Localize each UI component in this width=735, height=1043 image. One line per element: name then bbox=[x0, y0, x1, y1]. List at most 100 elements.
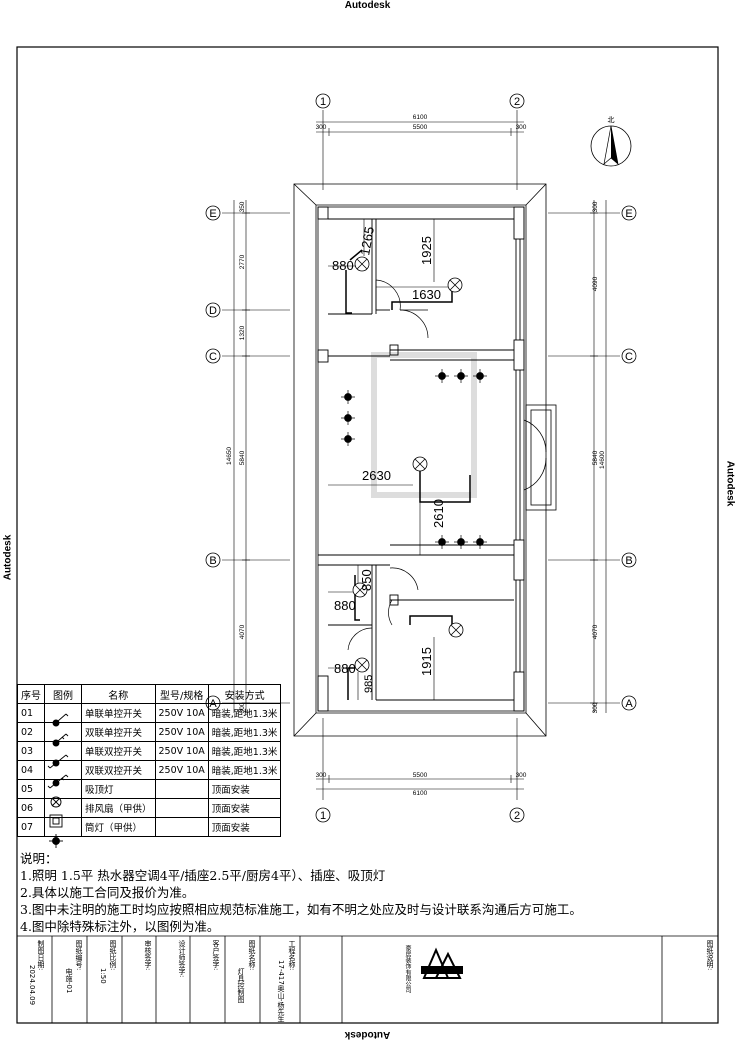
dim-left-total: 14650 bbox=[226, 447, 233, 465]
tb-scale: 1:50 bbox=[99, 968, 107, 984]
dim-bottom-total: 6100 bbox=[413, 790, 428, 797]
dim-right-C-B: 5840 bbox=[592, 450, 599, 465]
legend-name: 单联双控开关 bbox=[81, 741, 156, 761]
legend-icon-cell bbox=[44, 798, 82, 818]
legend-header-spec: 型号/规格 bbox=[154, 684, 209, 704]
downlight-icon bbox=[341, 390, 355, 404]
dim-880-mid: 880 bbox=[334, 598, 356, 613]
downlight-icon bbox=[341, 432, 355, 446]
downlight-icon bbox=[435, 535, 449, 549]
downlight-icon bbox=[454, 369, 468, 383]
legend-spec: 250V 10A bbox=[154, 703, 209, 723]
legend-no: 01 bbox=[17, 703, 45, 723]
plan-dim-lines bbox=[328, 219, 448, 700]
background-watermark-logo bbox=[371, 352, 477, 498]
legend-install: 暗装,距地1.3米 bbox=[207, 703, 282, 723]
dim-1915: 1915 bbox=[419, 647, 434, 676]
axis-E-left-label: E bbox=[209, 208, 216, 220]
ceiling-light-icon bbox=[412, 456, 428, 472]
legend-no: 04 bbox=[17, 760, 45, 780]
dim-1265: 1265 bbox=[357, 225, 377, 256]
notes-block: 说明： 1.照明 1.5平 热水器空调4平/插座2.5平/厨房4平）、插座、吸顶… bbox=[20, 850, 582, 935]
legend-spec: 250V 10A bbox=[154, 760, 209, 780]
legend-header-icon: 图例 bbox=[44, 684, 82, 704]
dim-bottom-left-wall: 300 bbox=[316, 772, 327, 779]
legend-header-name: 名称 bbox=[81, 684, 156, 704]
legend-spec: 250V 10A bbox=[154, 722, 209, 742]
tb-notes-label: 图纸说明: bbox=[706, 940, 714, 971]
ceiling-light-icon bbox=[352, 582, 368, 598]
ceiling-light-icon bbox=[354, 256, 370, 272]
tb-project: 17-417奥山-杨先生 bbox=[277, 960, 285, 1023]
axis-2-bottom-bubble bbox=[509, 807, 525, 823]
dim-2630: 2630 bbox=[362, 468, 391, 483]
tb-drawing-name: 灯具控制图 bbox=[237, 968, 245, 1003]
door-swings bbox=[347, 279, 429, 651]
legend-name: 筒灯（甲供） bbox=[81, 817, 156, 837]
tb-reviewer-label: 审核签字: bbox=[144, 940, 152, 971]
interior-walls bbox=[317, 206, 525, 712]
dim-left-C-B: 5840 bbox=[239, 450, 246, 465]
legend-no: 07 bbox=[17, 817, 45, 837]
company-logo bbox=[421, 947, 463, 979]
tb-scale-label: 图纸比例: bbox=[109, 940, 117, 971]
notes-line-4: 4.图中除特殊标注外，以图例为准。 bbox=[20, 919, 220, 934]
dim-left-top-wall: 350 bbox=[239, 201, 246, 212]
legend-name: 双联双控开关 bbox=[81, 760, 156, 780]
legend-name: 单联单控开关 bbox=[81, 703, 156, 723]
axis-B-left-label: B bbox=[209, 555, 216, 567]
legend-icon-cell bbox=[44, 760, 82, 780]
tb-client-label: 客户签字: bbox=[212, 940, 220, 971]
watermark-top: Autodesk bbox=[344, 0, 391, 11]
downlight-icon bbox=[473, 535, 487, 549]
axis-C-left-label: C bbox=[209, 351, 217, 363]
dim-right-E-C: 4090 bbox=[592, 276, 599, 291]
downlight-icon bbox=[473, 369, 487, 383]
legend-icon-cell bbox=[44, 779, 82, 799]
dim-bottom-right-wall: 300 bbox=[516, 772, 527, 779]
downlight-icon bbox=[435, 369, 449, 383]
legend-name: 双联单控开关 bbox=[81, 722, 156, 742]
legend-no: 05 bbox=[17, 779, 45, 799]
ceiling-light-icon bbox=[448, 622, 464, 638]
downlight-icon bbox=[454, 535, 468, 549]
axis-1-top-label: 1 bbox=[320, 96, 326, 108]
legend-spec bbox=[154, 817, 209, 837]
legend-no: 02 bbox=[17, 722, 45, 742]
legend-install: 暗装,距地1.3米 bbox=[207, 722, 282, 742]
dim-bottom-inner: 5500 bbox=[413, 772, 428, 779]
axis-A-right-label: A bbox=[625, 698, 633, 710]
dim-right-total: 14600 bbox=[599, 451, 606, 469]
legend-icon-cell bbox=[44, 703, 82, 723]
title-block-grid bbox=[17, 935, 718, 1023]
dim-1630: 1630 bbox=[412, 287, 441, 302]
tb-company-name: 豪居装饰有限公司 bbox=[404, 945, 411, 993]
dim-top-left-wall: 300 bbox=[316, 124, 327, 131]
legend-no: 03 bbox=[17, 741, 45, 761]
tb-designer-label: 设计师签字: bbox=[178, 940, 186, 978]
legend-icon-cell bbox=[44, 722, 82, 742]
ceiling-lights bbox=[352, 256, 464, 673]
dim-top-inner: 5500 bbox=[413, 124, 428, 131]
axis-1-bottom-label: 1 bbox=[320, 810, 326, 822]
legend-spec bbox=[154, 779, 209, 799]
dim-1925: 1925 bbox=[419, 236, 434, 265]
ceiling-light-icon bbox=[447, 277, 463, 293]
top-dimensions bbox=[316, 121, 524, 790]
dim-left-E-D: 2770 bbox=[239, 254, 246, 269]
dim-right-top-wall: 300 bbox=[592, 201, 599, 212]
dim-right-B-A: 4070 bbox=[592, 624, 599, 639]
dim-top-total: 6100 bbox=[413, 114, 428, 121]
dim-left-D-C: 1320 bbox=[239, 325, 246, 340]
entrance-porch bbox=[523, 404, 557, 511]
legend-install: 暗装,距地1.3米 bbox=[207, 760, 282, 780]
legend-header-install: 安装方式 bbox=[207, 684, 282, 704]
axis-B-right-label: B bbox=[625, 555, 632, 567]
tb-date-label: 制图日期: bbox=[37, 940, 45, 971]
downlight-icon bbox=[49, 834, 63, 848]
legend-row: 06 排风扇（甲供）顶面安装 bbox=[17, 798, 282, 818]
dim-left-B-A: 4070 bbox=[239, 624, 246, 639]
